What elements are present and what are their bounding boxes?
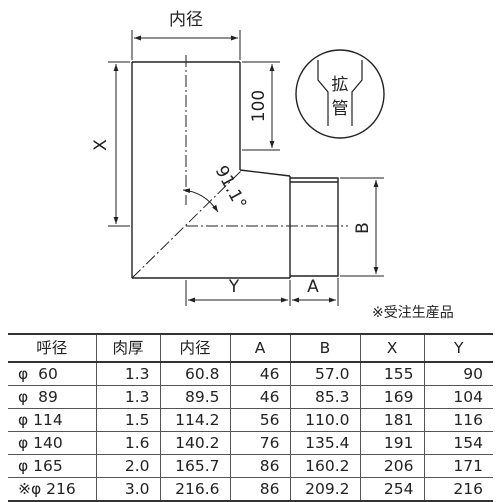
expansion-badge: 拡 管 xyxy=(295,49,385,139)
table-row: φ 165 2.0 165.7 86 160.2 206 171 xyxy=(8,454,493,478)
cell-a: 56 xyxy=(229,408,290,432)
cell-x: 181 xyxy=(359,408,424,432)
cell-inner-diameter: 216.6 xyxy=(159,477,230,501)
cell-a: 86 xyxy=(229,477,290,501)
cell-nominal: φ 165 xyxy=(18,457,63,475)
table-row: φ 60 1.3 60.8 46 57.0 155 90 xyxy=(8,362,493,386)
table-row: φ 114 1.5 114.2 56 110.0 181 116 xyxy=(8,408,493,432)
header-a: A xyxy=(229,334,290,362)
header-x: X xyxy=(359,334,424,362)
b-dimension: B xyxy=(340,177,384,277)
cell-inner-diameter: 89.5 xyxy=(159,385,230,409)
pipe-outline xyxy=(131,61,339,279)
elbow-drawing: 内径 X 100 91.1° B Y A 拡 xyxy=(91,10,385,306)
inner-diameter-label: 内径 xyxy=(169,10,203,30)
cell-thickness: 1.6 xyxy=(95,431,160,455)
table-header-row: 呼径 肉厚 内径 A B X Y xyxy=(8,334,493,362)
cell-x: 206 xyxy=(359,454,424,478)
cell-b: 209.2 xyxy=(289,477,360,501)
x-dimension: X xyxy=(91,61,130,227)
header-y: Y xyxy=(423,334,493,362)
cell-b: 57.0 xyxy=(289,362,360,386)
cell-y: 116 xyxy=(423,408,493,432)
cell-thickness: 3.0 xyxy=(95,477,160,501)
cell-y: 104 xyxy=(423,385,493,409)
cell-y: 90 xyxy=(423,362,493,386)
cell-x: 191 xyxy=(359,431,424,455)
cell-y: 154 xyxy=(423,431,493,455)
cell-x: 254 xyxy=(359,477,424,501)
cell-inner-diameter: 140.2 xyxy=(159,431,230,455)
b-label: B xyxy=(353,222,373,234)
cell-a: 46 xyxy=(229,385,290,409)
cell-b: 135.4 xyxy=(289,431,360,455)
expansion-badge-char2: 管 xyxy=(332,99,349,119)
order-note: ※受注生産品 xyxy=(372,305,454,321)
cell-b: 110.0 xyxy=(289,408,360,432)
table-row: φ 89 1.3 89.5 46 85.3 169 104 xyxy=(8,385,493,409)
inner-diameter-dimension: 内径 xyxy=(131,10,241,60)
cell-y: 171 xyxy=(423,454,493,478)
cell-a: 46 xyxy=(229,362,290,386)
cell-a: 76 xyxy=(229,431,290,455)
cell-thickness: 2.0 xyxy=(95,454,160,478)
cell-nominal: φ 60 xyxy=(18,365,58,383)
cell-b: 85.3 xyxy=(289,385,360,409)
cell-nominal: ※φ 216 xyxy=(18,480,76,498)
cell-inner-diameter: 165.7 xyxy=(159,454,230,478)
header-thickness: 肉厚 xyxy=(95,334,160,362)
cell-y: 216 xyxy=(423,477,493,501)
cell-thickness: 1.3 xyxy=(95,362,160,386)
expansion-badge-char1: 拡 xyxy=(332,75,349,95)
center-lines xyxy=(131,55,348,279)
a-label: A xyxy=(307,277,319,297)
table-row: ※φ 216 3.0 216.6 86 209.2 254 216 xyxy=(8,477,493,501)
cell-thickness: 1.5 xyxy=(95,408,160,432)
cell-nominal: φ 89 xyxy=(18,388,58,406)
header-nominal: 呼径 xyxy=(36,339,68,357)
cell-nominal: φ 140 xyxy=(18,434,63,452)
cell-inner-diameter: 60.8 xyxy=(159,362,230,386)
cell-thickness: 1.3 xyxy=(95,385,160,409)
cell-x: 155 xyxy=(359,362,424,386)
table-row: φ 140 1.6 140.2 76 135.4 191 154 xyxy=(8,431,493,455)
spec-table: 呼径 肉厚 内径 A B X Y φ 60 1.3 60.8 46 57.0 1… xyxy=(8,333,493,502)
cell-b: 160.2 xyxy=(289,454,360,478)
header-b: B xyxy=(289,334,360,362)
cell-nominal: φ 114 xyxy=(18,411,63,429)
x-label: X xyxy=(91,139,111,151)
header-inner-diameter: 内径 xyxy=(159,334,230,362)
y-label: Y xyxy=(228,277,240,297)
length-100-dimension: 100 xyxy=(242,61,280,151)
cell-inner-diameter: 114.2 xyxy=(159,408,230,432)
y-a-dimension: Y A xyxy=(185,277,339,306)
cell-x: 169 xyxy=(359,385,424,409)
cell-a: 86 xyxy=(229,454,290,478)
length-100-label: 100 xyxy=(249,90,269,122)
